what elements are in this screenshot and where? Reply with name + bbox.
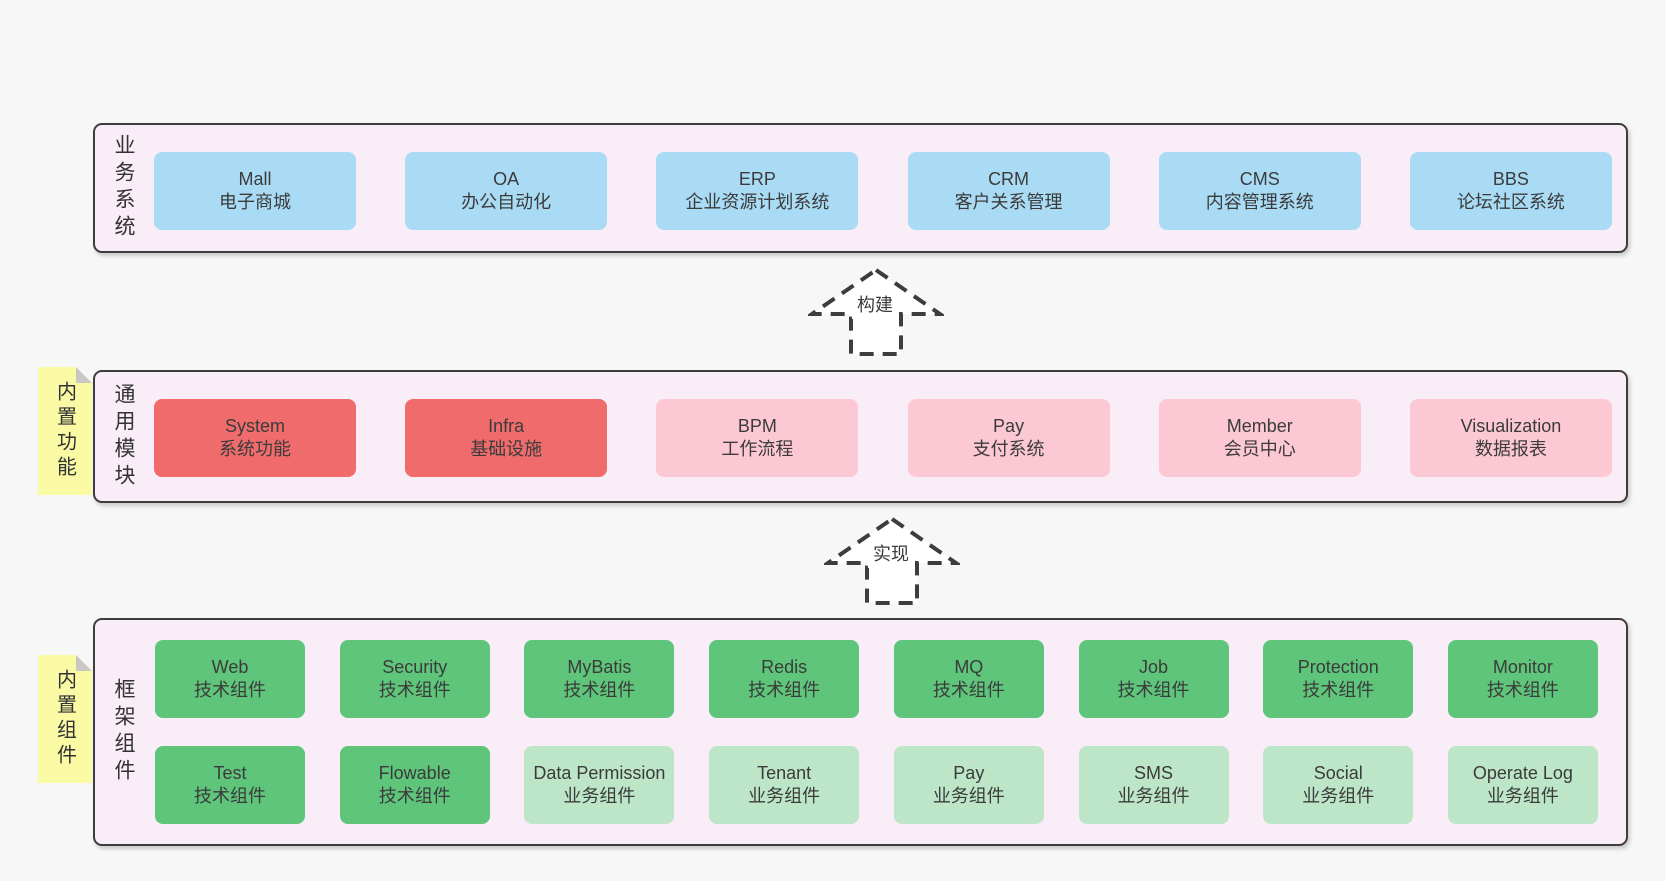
box-subtitle: 技术组件 xyxy=(194,786,266,806)
box-system: System 系统功能 xyxy=(154,399,356,477)
box-subtitle: 技术组件 xyxy=(563,680,636,700)
box-mall: Mall 电子商城 xyxy=(154,152,356,230)
panel-framework-components: 框架组件 Web 技术组件 Security 技术组件 MyBatis 技术组件… xyxy=(93,618,1628,846)
box-title: BPM xyxy=(737,415,777,436)
box-title: Tenant xyxy=(757,762,812,783)
box-pay-system: Pay 支付系统 xyxy=(907,399,1110,477)
box-subtitle: 电子商城 xyxy=(219,192,291,212)
box-member: Member 会员中心 xyxy=(1158,399,1361,477)
box-erp: ERP 企业资源计划系统 xyxy=(656,152,859,230)
box-subtitle: 技术组件 xyxy=(1302,680,1375,700)
box-title: MyBatis xyxy=(567,656,632,677)
panel-common-modules: 通用模块 System 系统功能 Infra 基础设施 BPM 工作流程 Pay… xyxy=(93,370,1628,503)
box-title: Security xyxy=(382,656,448,677)
box-title: Pay xyxy=(953,762,985,783)
box-subtitle: 业务组件 xyxy=(1302,786,1375,806)
layer-label-business-systems: 业务系统 xyxy=(112,134,135,242)
box-sms: SMS 业务组件 xyxy=(1078,746,1229,824)
box-subtitle: 会员中心 xyxy=(1223,439,1296,459)
box-security: Security 技术组件 xyxy=(339,640,490,718)
box-title: Web xyxy=(211,656,249,677)
box-redis: Redis 技术组件 xyxy=(709,640,860,718)
box-bbs: BBS 论坛社区系统 xyxy=(1409,152,1612,230)
box-flowable: Flowable 技术组件 xyxy=(339,746,490,824)
box-subtitle: 技术组件 xyxy=(378,786,451,806)
sticky-note-built-in-features: 内置功能 xyxy=(38,367,92,495)
box-title: Mall xyxy=(238,168,272,189)
box-subtitle: 技术组件 xyxy=(748,680,821,700)
box-cms: CMS 内容管理系统 xyxy=(1158,152,1361,230)
box-title: Redis xyxy=(761,656,808,677)
box-subtitle: 业务组件 xyxy=(1117,786,1190,806)
box-title: Test xyxy=(213,762,247,783)
box-subtitle: 论坛社区系统 xyxy=(1456,192,1565,212)
box-title: SMS xyxy=(1134,762,1174,783)
box-subtitle: 技术组件 xyxy=(194,680,266,700)
box-title: Visualization xyxy=(1460,415,1562,436)
arrow-label-implement: 实现 xyxy=(868,542,914,568)
box-subtitle: 数据报表 xyxy=(1474,439,1547,459)
box-mq: MQ 技术组件 xyxy=(893,640,1044,718)
box-test: Test 技术组件 xyxy=(155,746,305,824)
box-subtitle: 系统功能 xyxy=(219,439,291,459)
arrow-label-build: 构建 xyxy=(852,293,898,319)
box-operate-log: Operate Log 业务组件 xyxy=(1447,746,1598,824)
box-pay-component: Pay 业务组件 xyxy=(893,746,1044,824)
box-title: Job xyxy=(1139,656,1169,677)
box-title: Operate Log xyxy=(1472,762,1573,783)
box-subtitle: 业务组件 xyxy=(563,786,636,806)
box-job: Job 技术组件 xyxy=(1078,640,1229,718)
box-web: Web 技术组件 xyxy=(155,640,305,718)
box-subtitle: 技术组件 xyxy=(378,680,451,700)
box-title: CMS xyxy=(1239,168,1280,189)
box-title: Social xyxy=(1313,762,1363,783)
box-title: Flowable xyxy=(378,762,451,783)
box-social: Social 业务组件 xyxy=(1263,746,1414,824)
box-title: Monitor xyxy=(1492,656,1553,677)
box-title: Data Permission xyxy=(533,762,666,783)
box-title: OA xyxy=(493,168,520,189)
box-subtitle: 业务组件 xyxy=(748,786,821,806)
box-subtitle: 业务组件 xyxy=(1486,786,1559,806)
box-tenant: Tenant 业务组件 xyxy=(709,746,860,824)
box-mybatis: MyBatis 技术组件 xyxy=(524,640,675,718)
framework-components-row-1: Web 技术组件 Security 技术组件 MyBatis 技术组件 Redi… xyxy=(155,640,1598,718)
business-systems-row: Mall 电子商城 OA 办公自动化 ERP 企业资源计划系统 CRM 客户关系… xyxy=(154,152,1612,230)
box-title: BBS xyxy=(1492,168,1529,189)
box-title: MQ xyxy=(954,656,984,677)
box-title: ERP xyxy=(738,168,776,189)
box-bpm: BPM 工作流程 xyxy=(656,399,859,477)
box-monitor: Monitor 技术组件 xyxy=(1447,640,1598,718)
box-subtitle: 内容管理系统 xyxy=(1205,192,1314,212)
box-subtitle: 企业资源计划系统 xyxy=(685,192,830,212)
box-title: Infra xyxy=(488,415,525,436)
box-title: System xyxy=(224,415,285,436)
box-subtitle: 技术组件 xyxy=(932,680,1005,700)
common-modules-row: System 系统功能 Infra 基础设施 BPM 工作流程 Pay 支付系统… xyxy=(154,399,1612,477)
sticky-note-built-in-components: 内置组件 xyxy=(38,655,92,783)
box-subtitle: 客户关系管理 xyxy=(954,192,1063,212)
box-title: Member xyxy=(1226,415,1293,436)
layer-label-common-modules: 通用模块 xyxy=(112,382,135,491)
framework-components-row-2: Test 技术组件 Flowable 技术组件 Data Permission … xyxy=(155,746,1598,824)
box-crm: CRM 客户关系管理 xyxy=(907,152,1110,230)
panel-business-systems: 业务系统 Mall 电子商城 OA 办公自动化 ERP 企业资源计划系统 CRM… xyxy=(93,123,1628,253)
box-oa: OA 办公自动化 xyxy=(405,152,608,230)
box-title: CRM xyxy=(988,168,1030,189)
box-title: Pay xyxy=(993,415,1025,436)
layer-label-framework-components: 框架组件 xyxy=(112,678,135,786)
box-subtitle: 技术组件 xyxy=(1117,680,1190,700)
box-subtitle: 业务组件 xyxy=(932,786,1005,806)
box-infra: Infra 基础设施 xyxy=(405,399,608,477)
box-subtitle: 工作流程 xyxy=(721,439,794,459)
box-data-permission: Data Permission 业务组件 xyxy=(524,746,675,824)
box-protection: Protection 技术组件 xyxy=(1263,640,1414,718)
box-title: Protection xyxy=(1297,656,1379,677)
box-visualization: Visualization 数据报表 xyxy=(1409,399,1612,477)
box-subtitle: 基础设施 xyxy=(470,439,543,459)
box-subtitle: 技术组件 xyxy=(1486,680,1559,700)
box-subtitle: 办公自动化 xyxy=(461,192,552,212)
box-subtitle: 支付系统 xyxy=(972,439,1045,459)
